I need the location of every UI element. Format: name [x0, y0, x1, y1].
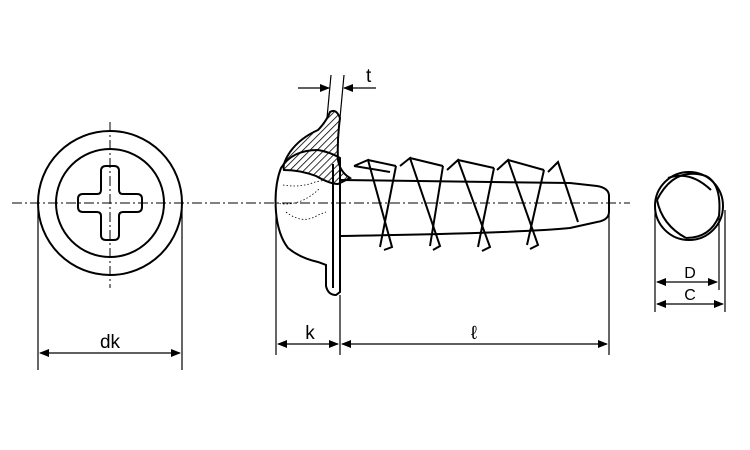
k-label: k [305, 323, 315, 344]
t-label: t [366, 66, 372, 87]
head-top-view: dk [37, 122, 183, 370]
screw-end-view: D C [654, 171, 726, 312]
c-label: C [684, 287, 696, 304]
phillips-recess [77, 165, 143, 241]
l-label: ℓ [471, 323, 477, 344]
head-section-hatch [282, 109, 353, 186]
dk-label: dk [100, 332, 121, 353]
d-label: D [684, 265, 696, 282]
threads [353, 156, 579, 252]
screw-side-view: t k ℓ [274, 66, 610, 355]
